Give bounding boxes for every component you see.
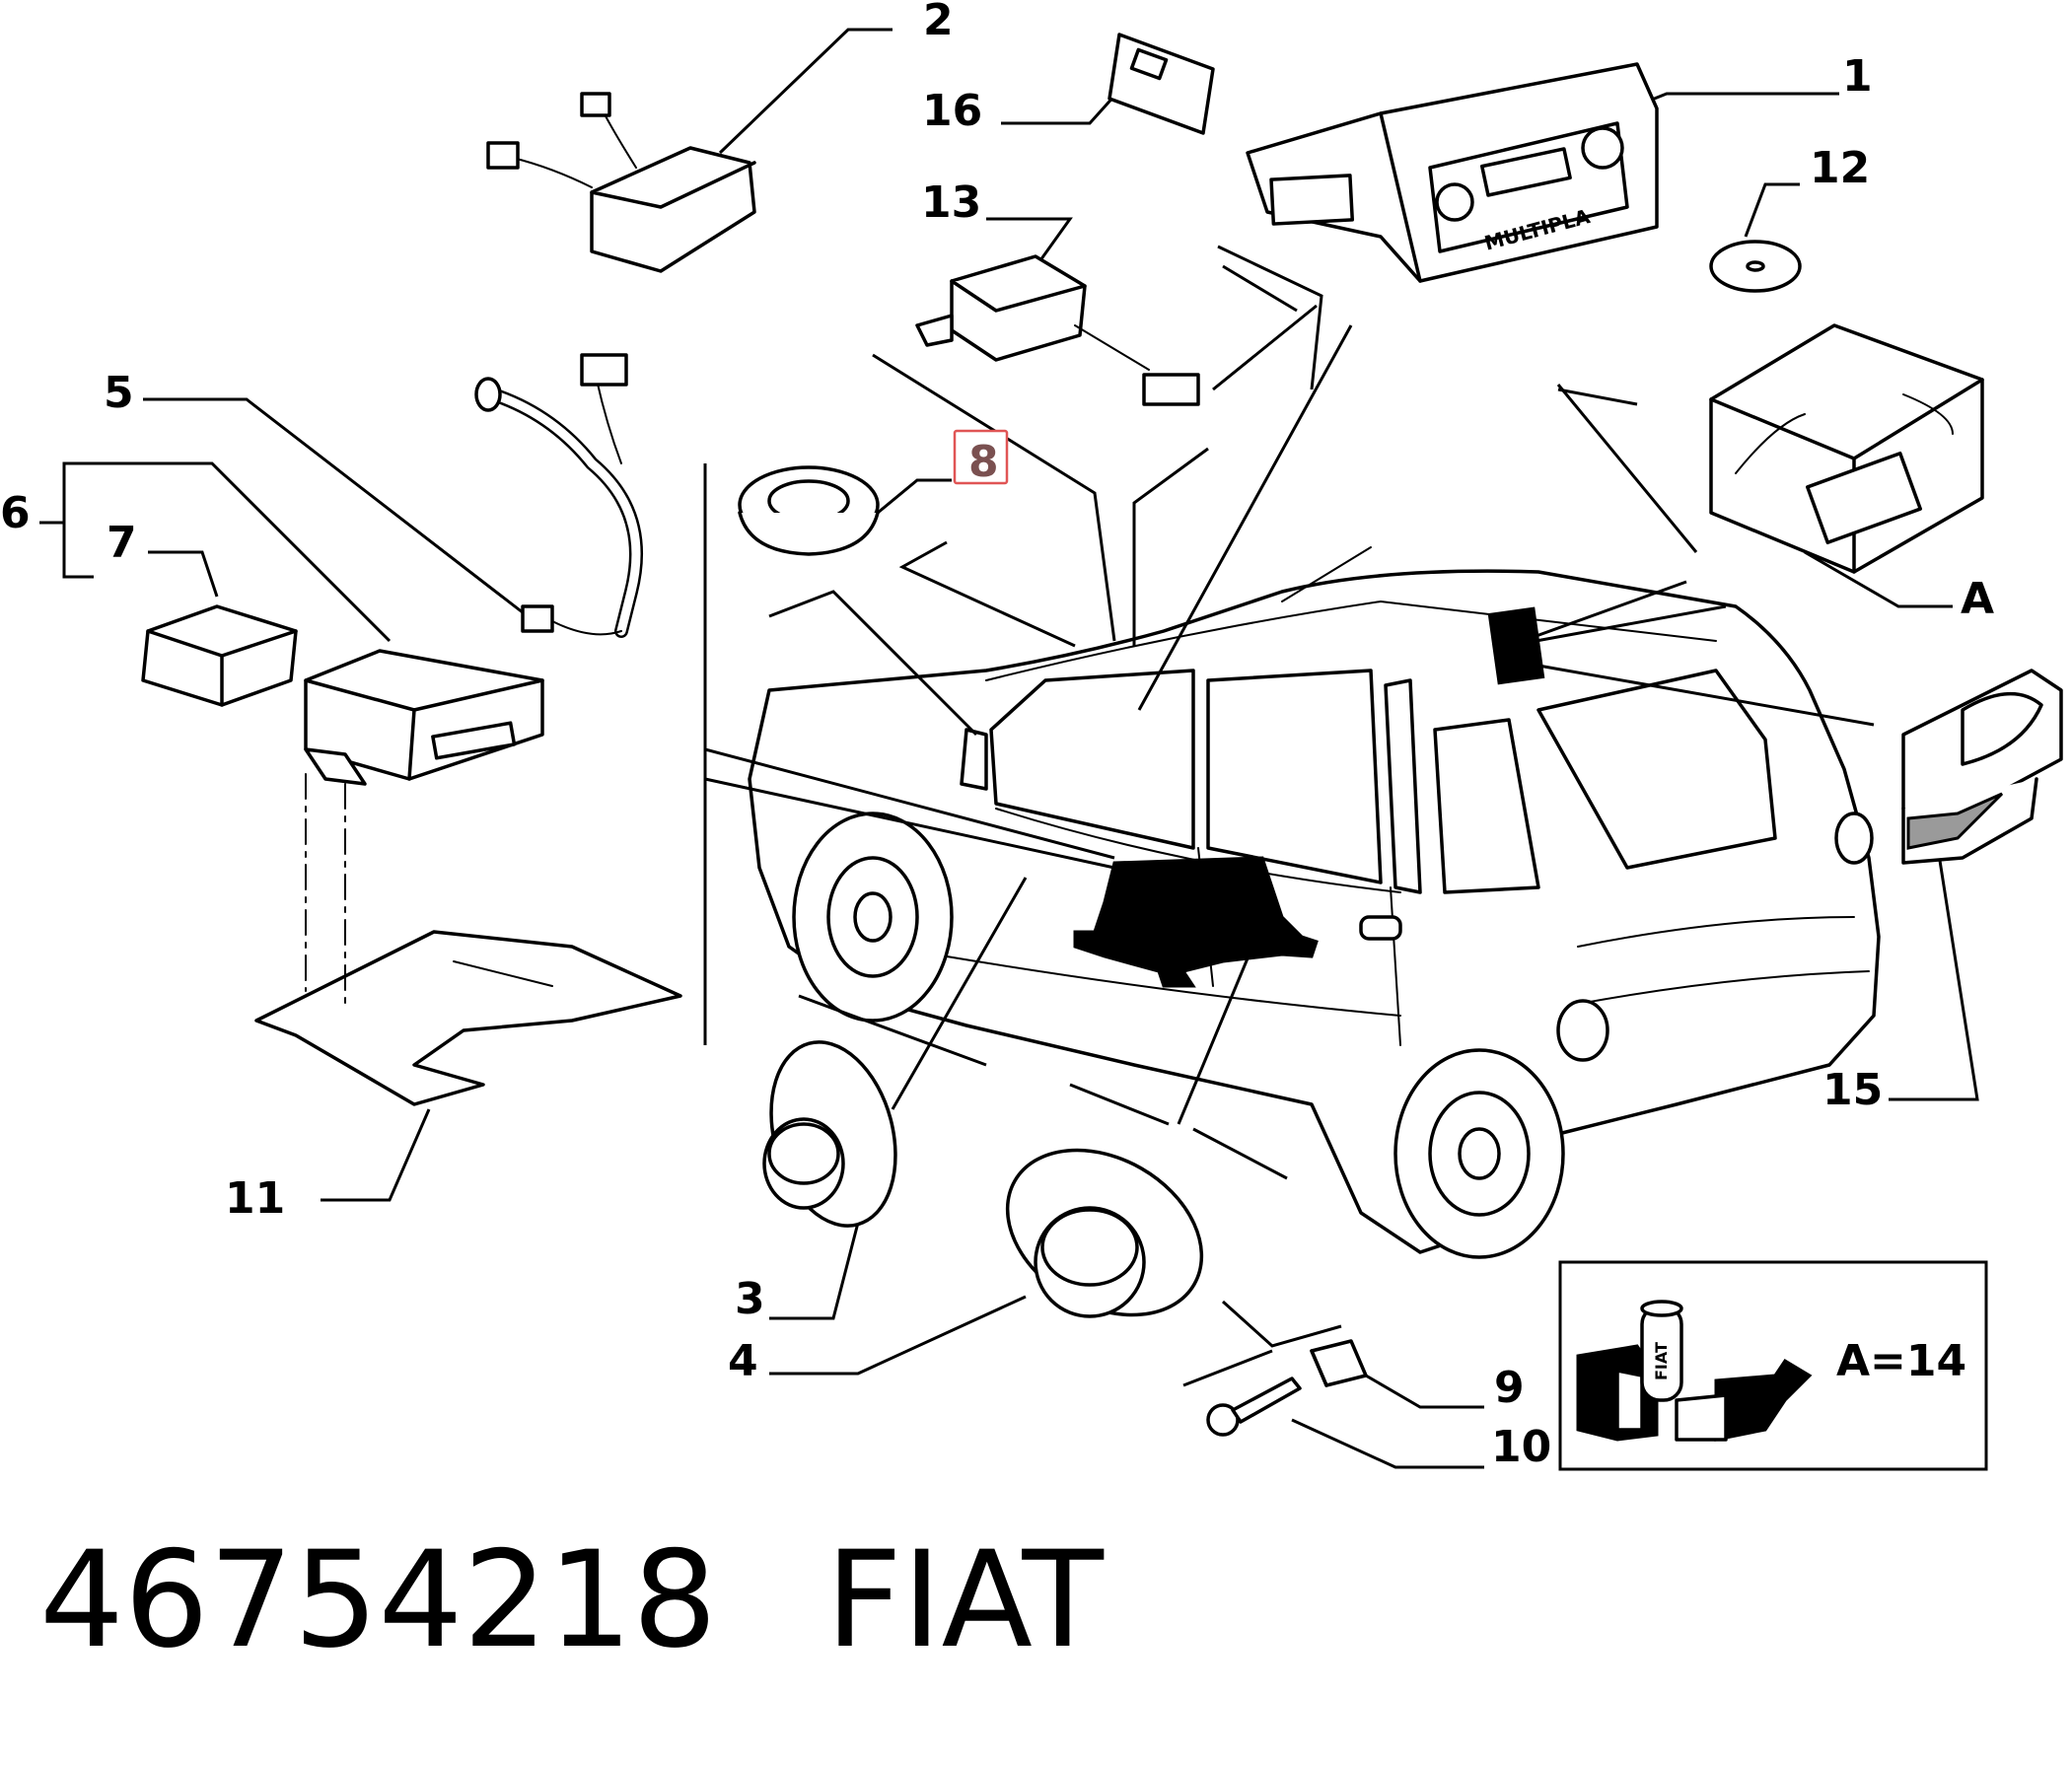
speaker-4 <box>1005 1148 1204 1318</box>
screw-10 <box>1206 1377 1302 1437</box>
callout-A: A <box>1961 574 1994 624</box>
clip-9 <box>1310 1339 1368 1387</box>
tweeter-speaker <box>738 465 880 556</box>
callout-6: 6 <box>0 488 31 538</box>
callout-13: 13 <box>921 177 981 228</box>
cd-disc <box>1709 240 1802 293</box>
callout-8: 8 <box>968 437 999 487</box>
callout-16: 16 <box>922 86 982 136</box>
module-with-harness <box>486 92 756 273</box>
callout-5: 5 <box>104 368 134 418</box>
can-label: FIAT <box>1652 1342 1671 1380</box>
radio-unit: MULTIPLA <box>1246 62 1659 283</box>
callout-12: 12 <box>1810 143 1870 193</box>
part-number: 46754218 <box>39 1522 718 1677</box>
callout-7: 7 <box>107 518 137 568</box>
module-7 <box>141 604 298 707</box>
bracket-11 <box>254 773 682 1106</box>
callout-15: 15 <box>1822 1065 1883 1115</box>
brand-name: FIAT <box>825 1522 1104 1677</box>
module-13 <box>915 254 1200 406</box>
leader-lines <box>39 28 1979 1469</box>
module-6 <box>304 649 544 786</box>
antenna-cable <box>474 353 643 638</box>
car-illustration <box>748 546 1881 1259</box>
callout-8-highlight[interactable] <box>953 429 1009 485</box>
box-A <box>1709 323 1984 574</box>
speaker-3 <box>762 1040 897 1228</box>
callout-1: 1 <box>1842 51 1873 102</box>
callout-10: 10 <box>1491 1422 1551 1472</box>
callout-9: 9 <box>1494 1363 1525 1413</box>
callout-labels: 1 2 16 13 12 5 6 7 A 15 11 3 4 9 10 8 <box>0 0 1994 1472</box>
part-15 <box>1901 669 2063 865</box>
inset-box: FIAT A=14 <box>1558 1260 1988 1471</box>
callout-4: 4 <box>728 1336 758 1386</box>
card-16 <box>1107 33 1215 135</box>
inset-text: A=14 <box>1836 1336 1966 1386</box>
callout-3: 3 <box>735 1274 765 1324</box>
callout-11: 11 <box>225 1173 285 1224</box>
callout-2: 2 <box>923 0 954 45</box>
